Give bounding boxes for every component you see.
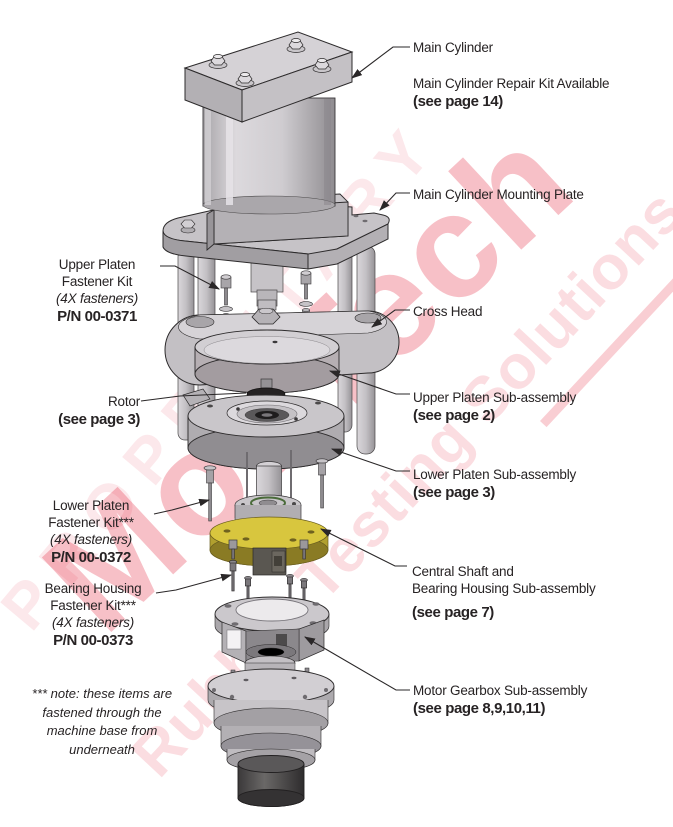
central-shaft-bearing-housing bbox=[209, 461, 329, 576]
bearing-housing-bolts bbox=[228, 559, 308, 605]
leader-lines bbox=[140, 46, 410, 691]
callout-lower-platen-kit: Lower Platen Fastener Kit*** (4X fastene… bbox=[48, 498, 134, 566]
callout-lower-platen-sub: Lower Platen Sub-assembly (see page 3) bbox=[413, 467, 577, 501]
upper-platen bbox=[194, 329, 340, 394]
callout-mounting-plate: Main Cylinder Mounting Plate bbox=[413, 187, 584, 202]
main-cylinder-body bbox=[202, 97, 336, 215]
callout-motor-gearbox: Motor Gearbox Sub-assembly (see page 8,9… bbox=[413, 683, 588, 717]
top-plate-hex-nuts bbox=[208, 38, 332, 87]
callout-bearing-housing-kit: Bearing Housing Fastener Kit*** (4X fast… bbox=[44, 581, 142, 649]
callout-main-cylinder: Main Cylinder bbox=[413, 40, 493, 55]
callout-upper-platen-sub: Upper Platen Sub-assembly (see page 2) bbox=[413, 390, 577, 424]
callout-rotor: Rotor (see page 3) bbox=[58, 394, 140, 428]
motor-gearbox bbox=[207, 667, 335, 807]
callout-cross-head: Cross Head bbox=[413, 304, 483, 319]
footnote: *** note: these items are fastened throu… bbox=[31, 686, 173, 757]
callout-repair-kit: Main Cylinder Repair Kit Available (see … bbox=[413, 76, 610, 110]
callout-central-shaft: Central Shaft and Bearing Housing Sub-as… bbox=[412, 564, 596, 621]
bearing-housing bbox=[214, 596, 330, 682]
callout-upper-platen-kit: Upper Platen Fastener Kit (4X fasteners)… bbox=[56, 257, 138, 325]
lower-platen bbox=[182, 388, 345, 470]
